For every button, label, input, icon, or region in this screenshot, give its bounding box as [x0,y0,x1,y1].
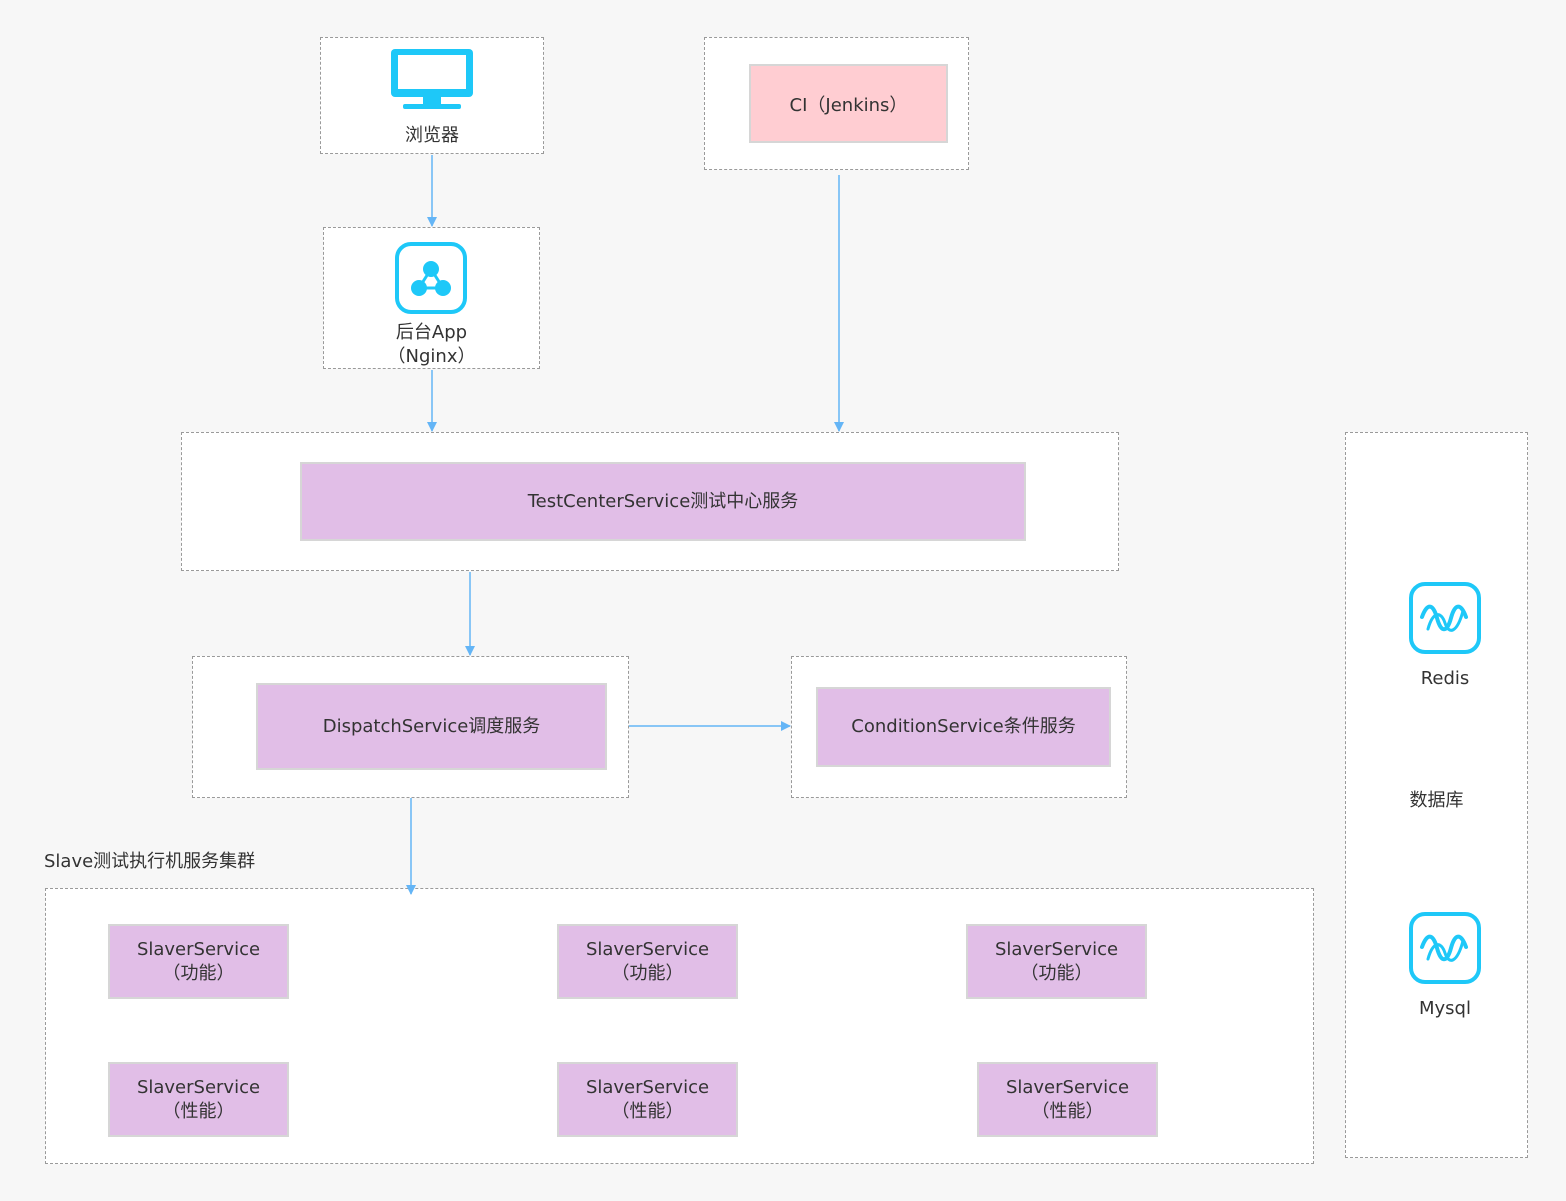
mysql-label: Mysql [1419,998,1471,1019]
slaver-service-name: SlaverService [585,938,710,960]
backend-app-sublabel: （Nginx） [387,346,476,367]
condition-service-node: ConditionService条件服务 [816,687,1111,767]
slaver-service-type: （性能） [611,1100,684,1122]
slaver-service-type: （性能） [1031,1100,1104,1122]
slave-cluster-title: Slave测试执行机服务集群 [44,851,256,872]
wave-icon [1409,582,1481,654]
network-icon [395,242,467,314]
slaver-service-name: SlaverService [1005,1076,1130,1098]
slaver-service-type: （性能） [162,1100,235,1122]
slaver-service-node: SlaverService（性能） [977,1062,1158,1137]
backend-app-label: 后台App [395,322,468,343]
slaver-service-type: （功能） [1020,962,1093,984]
browser-label: 浏览器 [405,125,459,146]
slaver-service-node: SlaverService（功能） [557,924,738,999]
slaver-service-type: （功能） [611,962,684,984]
slaver-service-name: SlaverService [136,1076,261,1098]
slaver-service-node: SlaverService（功能） [966,924,1147,999]
dispatch-service-node: DispatchService调度服务 [256,683,607,770]
slaver-service-node: SlaverService（功能） [108,924,289,999]
slaver-service-name: SlaverService [585,1076,710,1098]
ci-jenkins-node: CI（Jenkins） [749,64,948,143]
slaver-service-name: SlaverService [994,938,1119,960]
database-title: 数据库 [1409,790,1464,811]
slaver-service-type: （功能） [162,962,235,984]
testcenter-service-node: TestCenterService测试中心服务 [300,462,1026,541]
redis-label: Redis [1420,668,1470,689]
monitor-icon [391,49,473,109]
wave-icon [1409,912,1481,984]
slaver-service-name: SlaverService [136,938,261,960]
slaver-service-node: SlaverService（性能） [108,1062,289,1137]
slaver-service-node: SlaverService（性能） [557,1062,738,1137]
database-container [1345,432,1528,1158]
